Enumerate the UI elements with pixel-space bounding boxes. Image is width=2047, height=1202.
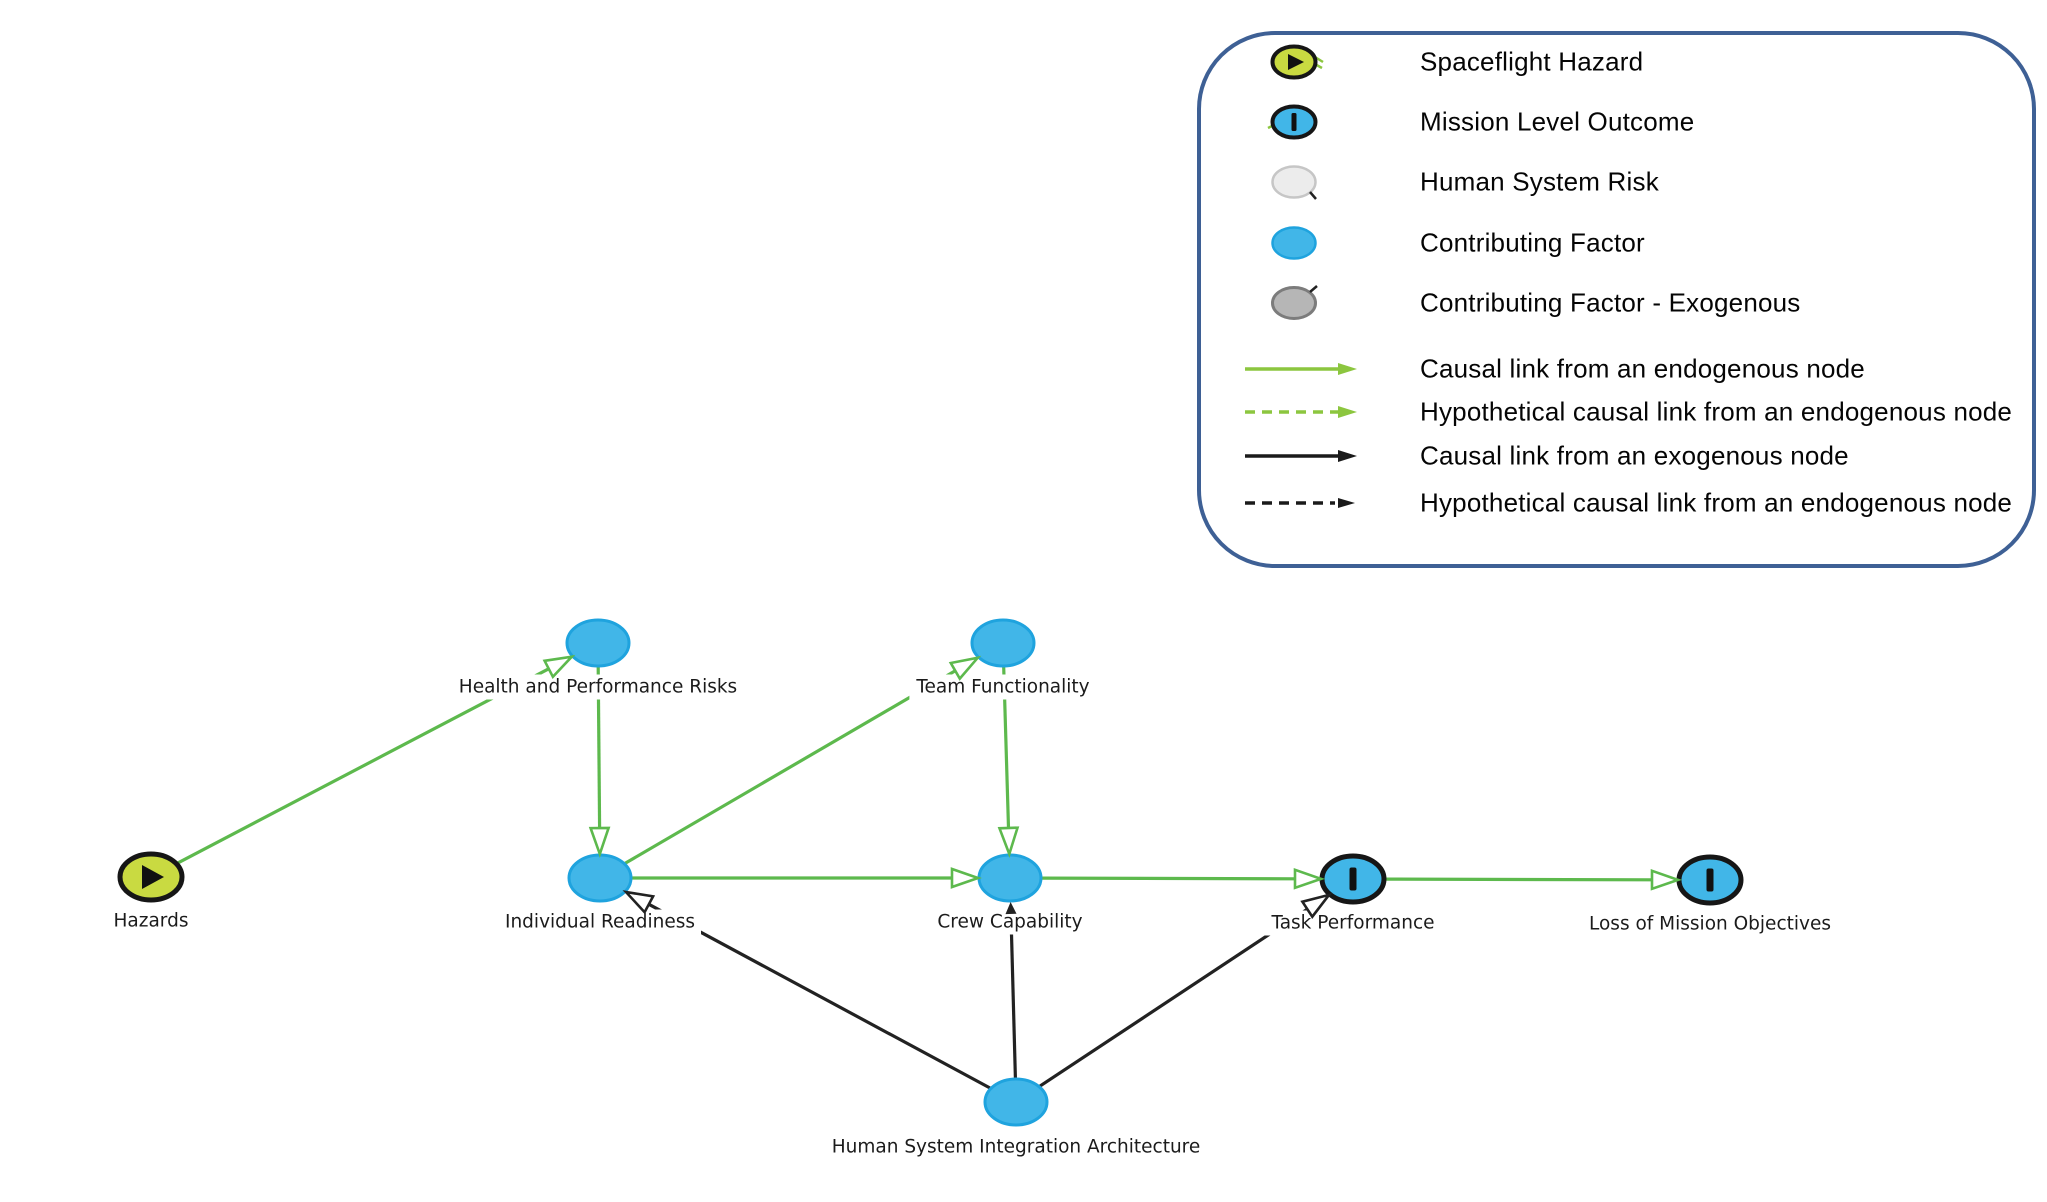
black-solid-arrow-icon [1245,450,1357,462]
node-label-tp: Task Performance [1270,913,1434,934]
node-cc[interactable] [977,853,1043,903]
arrowhead-team-cc [997,826,1020,858]
legend-label: Human System Risk [1420,166,1659,197]
arrowhead-ir-cc [950,867,982,889]
node-hsia[interactable] [983,1077,1049,1127]
arrowhead-cc-tp [1293,867,1325,890]
legend-label: Mission Level Outcome [1420,106,1695,137]
outcome-bar-icon [1349,867,1357,891]
node-label-ir: Individual Readiness [505,912,695,933]
arrowhead-hsia-cc [1005,902,1017,915]
label-bg-ir [499,909,701,935]
edge-hsia-ir[interactable] [648,902,991,1090]
contributing-factor-icon [1271,226,1317,260]
arrowhead-hpr-ir [588,826,611,858]
label-bg-hpr [452,674,744,700]
arrowhead-tp-lmo [1650,868,1682,891]
human-system-risk-icon [1271,165,1317,200]
label-bg-hazards [107,908,195,934]
node-team[interactable] [970,618,1036,668]
node-label-team: Team Functionality [915,677,1089,698]
play-icon [1288,54,1304,70]
node-label-hpr: Health and Performance Risks [459,677,737,698]
edge-cc-tp[interactable] [1041,876,1296,881]
node-ir[interactable] [567,853,633,903]
edges-layer [176,666,1653,1090]
contributing-factor-exogenous-icon [1271,285,1318,320]
edge-ir-team[interactable] [624,669,957,865]
legend-label: Contributing Factor - Exogenous [1420,287,1801,318]
outcome-bar-icon [1291,113,1297,131]
label-bg-team [909,674,1096,700]
node-label-lmo: Loss of Mission Objectives [1589,914,1831,935]
edge-tp-lmo[interactable] [1384,877,1653,882]
edge-hazards-hpr[interactable] [176,667,550,865]
legend-box: Spaceflight Hazard Mission Level Outcome… [1197,31,2036,568]
label-bg-lmo [1583,911,1837,937]
legend-label: Hypothetical causal link from an endogen… [1420,487,2013,518]
black-dashed-arrow-icon [1245,498,1355,508]
arrowhead-hsia-ir [622,890,656,915]
legend-label: Contributing Factor [1420,227,1645,258]
outcome-bar-icon [1706,868,1714,892]
legend-label: Spaceflight Hazard [1420,46,1644,77]
green-dashed-arrow-icon [1245,406,1357,418]
edge-hsia-cc[interactable] [1009,911,1017,1079]
green-solid-arrow-icon [1245,363,1357,375]
label-bg-tp [1264,910,1441,936]
labels-layer: Hazards Health and Performance Risks Team … [107,674,1837,1160]
node-label-hazards: Hazards [114,911,189,932]
arrowhead-hazards-hpr [542,654,576,680]
node-label-hsia: Human System Integration Architecture [832,1137,1201,1158]
play-icon [142,865,164,889]
mission-level-outcome-icon [1267,104,1318,140]
arrowheads-layer [542,654,1682,919]
arrowhead-ir-team [948,655,982,681]
legend-label: Hypothetical causal link from an endogen… [1420,396,2013,427]
edge-hsia-tp[interactable] [1039,907,1309,1088]
label-bg-hsia [825,1134,1207,1160]
node-hpr[interactable] [565,618,631,668]
nodes-layer [117,618,1744,1127]
legend-label: Causal link from an endogenous node [1420,353,1865,384]
legend-label: Causal link from an exogenous node [1420,440,1849,471]
node-label-cc: Crew Capability [937,912,1082,933]
spaceflight-hazard-icon [1270,44,1324,80]
arrowhead-hsia-tp [1300,892,1333,919]
